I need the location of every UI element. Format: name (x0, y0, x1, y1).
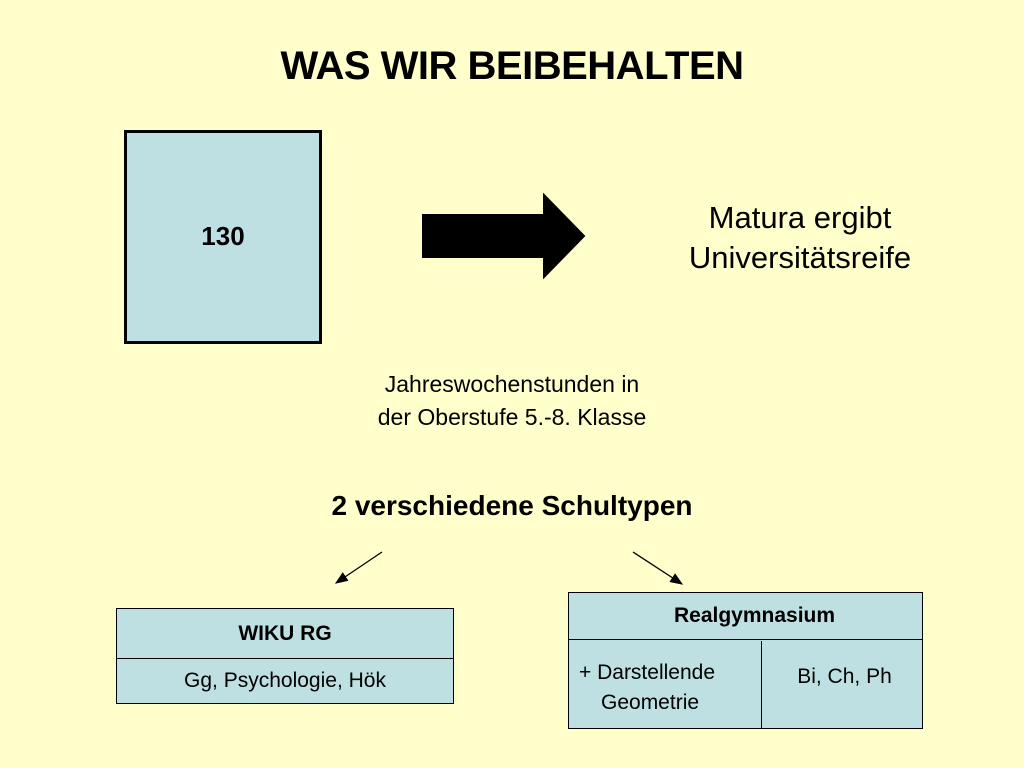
realgymnasium-option-sciences: Bi, Ch, Ph (797, 665, 892, 688)
result-text: Matura ergibt Universitätsreife (636, 198, 964, 278)
school-types-heading: 2 verschiedene Schultypen (331, 490, 693, 521)
arrow-to-wiku (334, 551, 383, 584)
realgymnasium-header: Realgymnasium (569, 593, 922, 640)
realgymnasium-option-geometry: + Darstellende Geometrie (569, 641, 762, 728)
arrow-to-realgymnasium (632, 551, 684, 585)
wiku-rg-table: WIKU RG Gg, Psychologie, Hök (116, 608, 454, 704)
option-geometry-line-1: + Darstellende (579, 661, 715, 684)
wiku-rg-header: WIKU RG (117, 609, 453, 659)
result-line-2: Universitätsreife (688, 240, 912, 275)
hours-caption-line-2: der Oberstufe 5.-8. Klasse (377, 404, 647, 430)
wiku-rg-subjects: Gg, Psychologie, Hök (184, 669, 386, 692)
hours-caption-line-1: Jahreswochenstunden in (384, 371, 640, 397)
right-arrow-icon (422, 193, 586, 279)
hours-value: 130 (201, 221, 245, 251)
hours-box: 130 (124, 130, 322, 344)
realgymnasium-table: Realgymnasium + Darstellende Geometrie B… (568, 592, 923, 729)
hours-caption: Jahreswochenstunden in der Oberstufe 5.-… (320, 368, 704, 434)
option-geometry-line-2: Geometrie (601, 691, 700, 714)
result-line-1: Matura ergibt (708, 200, 892, 235)
slide-title: WAS WIR BEIBEHALTEN (280, 44, 744, 88)
